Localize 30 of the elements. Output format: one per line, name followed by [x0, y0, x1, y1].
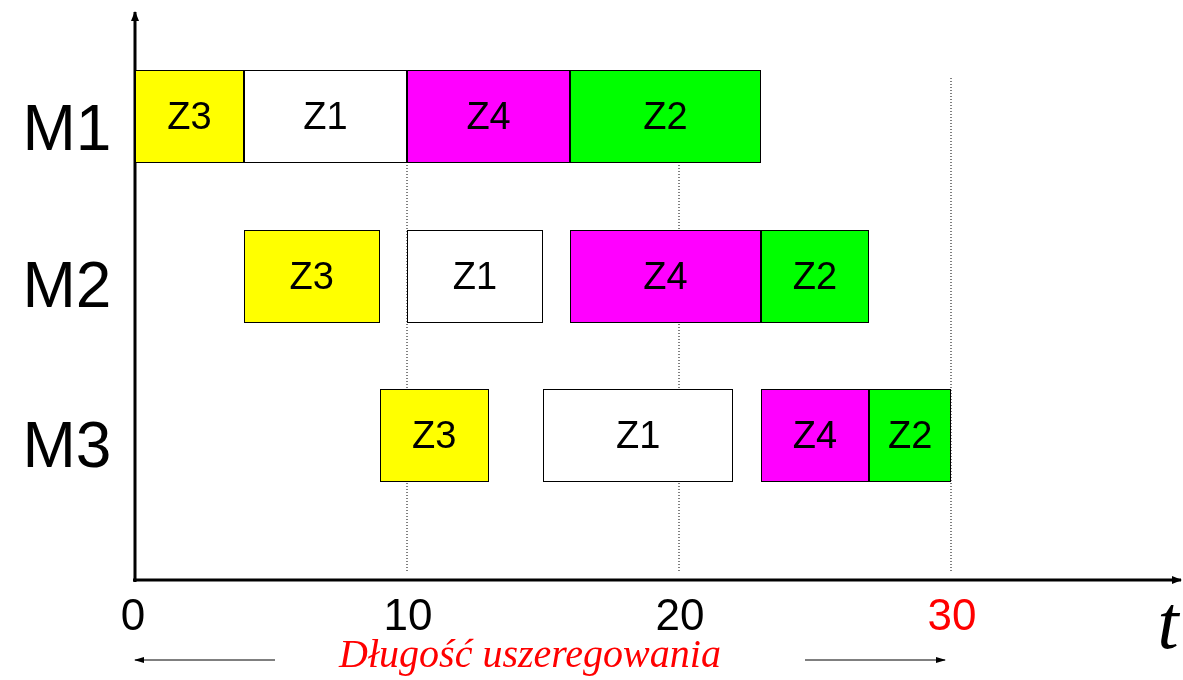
task-bar — [243, 70, 407, 163]
row-label: M1 — [22, 96, 112, 160]
task-bar — [543, 389, 734, 482]
task-bar — [570, 70, 761, 163]
task-bar — [869, 389, 951, 482]
row-label: M2 — [22, 253, 112, 317]
task-bar — [135, 70, 244, 163]
task-bar — [760, 230, 870, 323]
task-label: Z1 — [616, 413, 661, 458]
task-bar — [570, 230, 761, 323]
task-bar — [379, 389, 489, 482]
task-label: Z3 — [167, 94, 212, 139]
task-bar — [243, 230, 380, 323]
task-label: Z1 — [452, 254, 498, 299]
task-label: Z3 — [412, 413, 457, 458]
tick-label: 0 — [120, 593, 146, 637]
axis-label: t — [1157, 584, 1179, 660]
task-bar — [407, 70, 571, 163]
task-label: Z4 — [792, 413, 838, 458]
task-bar — [760, 389, 870, 482]
row-label: M3 — [22, 413, 112, 477]
task-label: Z4 — [466, 94, 511, 139]
task-label: Z1 — [303, 94, 348, 139]
tick-label: 30 — [927, 593, 977, 637]
task-bar — [407, 230, 543, 323]
task-label: Z2 — [888, 413, 933, 458]
task-label: Z3 — [289, 254, 334, 299]
task-label: Z2 — [792, 254, 838, 299]
task-label: Z2 — [643, 94, 688, 139]
task-label: Z4 — [643, 254, 688, 299]
